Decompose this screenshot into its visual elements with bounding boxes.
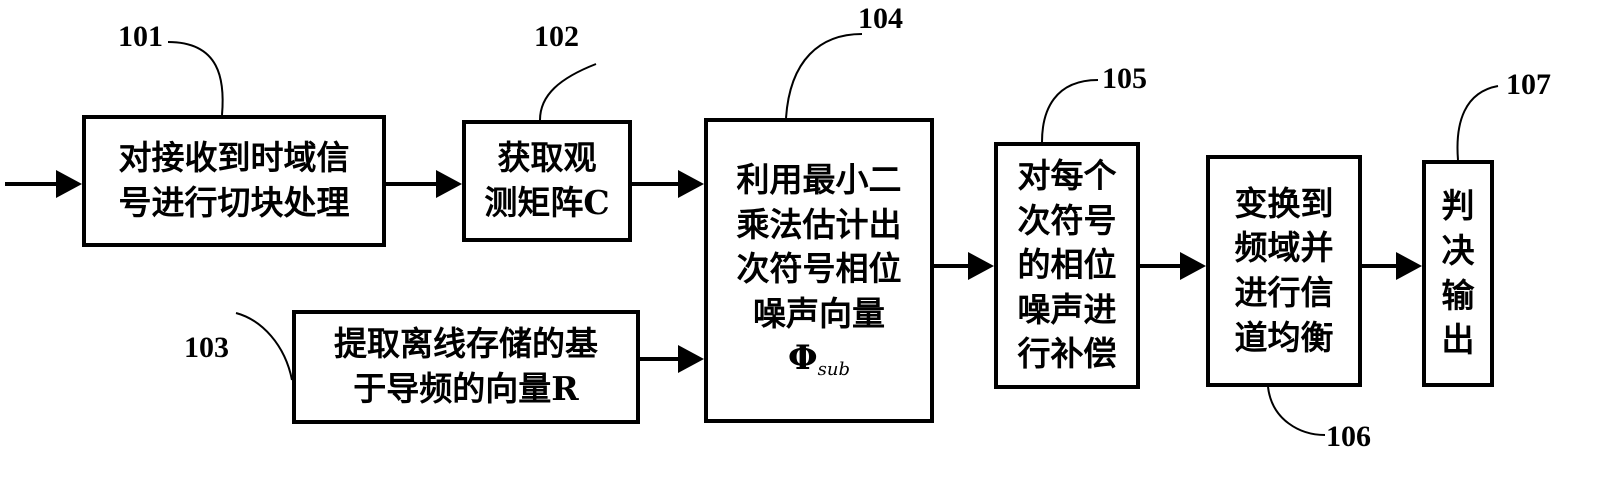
block-106-line-3: 进行信 bbox=[1234, 273, 1334, 312]
leader-106 bbox=[1267, 386, 1326, 436]
leader-102 bbox=[539, 63, 597, 121]
block-105-line-1: 对每个 bbox=[1017, 156, 1117, 196]
block-104-line-3: 次符号相位 bbox=[736, 249, 902, 289]
block-101-segmentation: 对接收到时域信 号进行切块处理 bbox=[82, 115, 386, 247]
block-106-line-1: 变换到 bbox=[1234, 183, 1334, 223]
block-104-line-1: 利用最小二 bbox=[736, 160, 902, 200]
ref-label-107: 107 bbox=[1506, 68, 1551, 101]
ref-label-106: 106 bbox=[1326, 420, 1371, 453]
leader-104 bbox=[785, 33, 863, 119]
leader-107 bbox=[1456, 85, 1499, 161]
block-107-line-2: 决 bbox=[1441, 230, 1475, 270]
block-105-line-5: 行补偿 bbox=[1017, 334, 1117, 374]
block-106-line-4: 道均衡 bbox=[1234, 317, 1334, 357]
block-103-line-2: 于导频的向量R bbox=[353, 369, 579, 408]
block-103-pilot-vector: 提取离线存储的基 于导频的向量R bbox=[292, 310, 640, 424]
leader-105 bbox=[1041, 79, 1099, 143]
ref-label-102: 102 bbox=[534, 20, 579, 53]
block-106-line-2: 频域并 bbox=[1234, 228, 1334, 268]
block-101-line-1: 对接收到时域信 bbox=[118, 138, 350, 178]
block-107-line-3: 输 bbox=[1441, 275, 1475, 315]
block-102-observation-matrix: 获取观 测矩阵C bbox=[462, 120, 632, 242]
block-107-line-4: 出 bbox=[1441, 320, 1475, 360]
block-104-line-2: 乘法估计出 bbox=[736, 204, 902, 244]
block-105-line-3: 的相位 bbox=[1017, 245, 1117, 285]
ref-label-101: 101 bbox=[118, 20, 163, 53]
ref-label-103: 103 bbox=[184, 331, 229, 364]
block-105-compensation: 对每个 次符号 的相位 噪声进 行补偿 bbox=[994, 142, 1140, 389]
ref-label-105: 105 bbox=[1102, 62, 1147, 95]
block-104-least-squares: 利用最小二 乘法估计出 次符号相位 噪声向量 Φsub bbox=[704, 118, 934, 423]
leader-101 bbox=[167, 41, 224, 116]
block-104-line-4: 噪声向量 bbox=[753, 293, 885, 333]
block-102-line-2: 测矩阵C bbox=[484, 183, 610, 222]
phase-noise-symbol: Φsub bbox=[788, 338, 850, 381]
block-105-line-4: 噪声进 bbox=[1017, 289, 1117, 329]
block-101-line-2: 号进行切块处理 bbox=[118, 183, 350, 222]
block-106-equalization: 变换到 频域并 进行信 道均衡 bbox=[1206, 155, 1362, 387]
block-103-line-1: 提取离线存储的基 bbox=[334, 324, 598, 364]
block-107-decision-output: 判 决 输 出 bbox=[1422, 160, 1494, 387]
block-107-line-1: 判 bbox=[1441, 186, 1475, 226]
block-105-line-2: 次符号 bbox=[1017, 200, 1117, 240]
leader-103 bbox=[235, 312, 293, 381]
ref-label-104: 104 bbox=[858, 2, 903, 35]
block-102-line-1: 获取观 bbox=[497, 138, 597, 178]
